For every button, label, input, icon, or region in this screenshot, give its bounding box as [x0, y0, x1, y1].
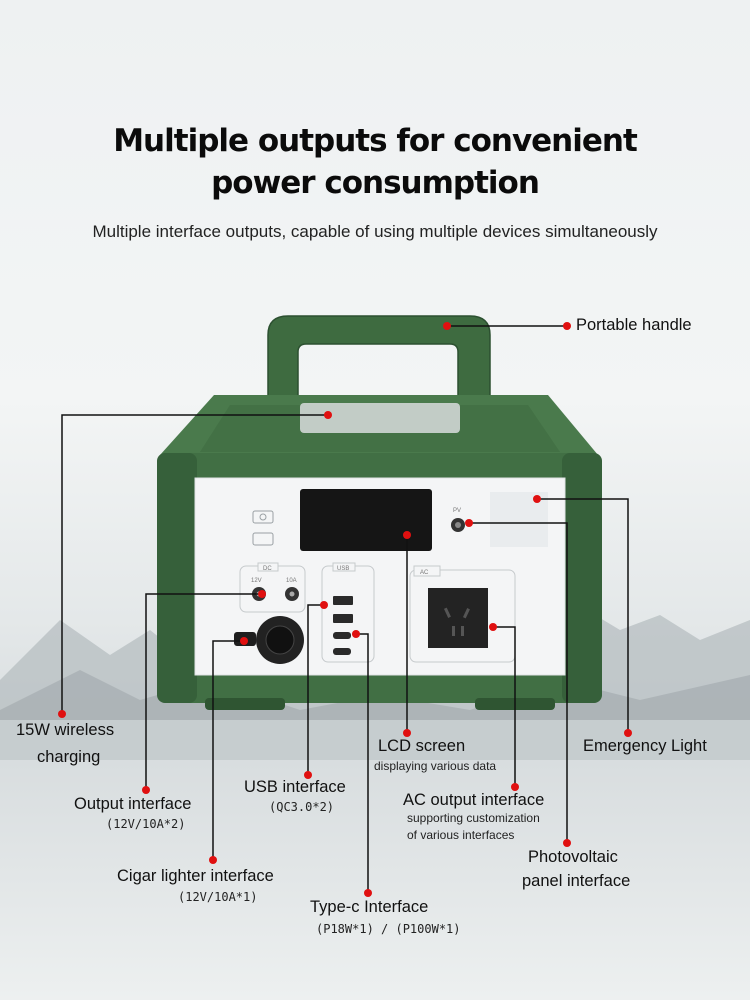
pv-label-2: panel interface: [522, 872, 631, 890]
wireless-label-1: 15W wireless: [16, 721, 115, 739]
dc-tag: DC: [263, 566, 272, 572]
handle-label: Portable handle: [576, 316, 692, 334]
ac-tag: AC: [420, 570, 429, 576]
dc-amps: 10A: [286, 578, 297, 584]
lcd-screen: [300, 489, 432, 551]
usb-label: USB interface: [244, 778, 346, 796]
lcd-note: displaying various data: [374, 759, 497, 773]
lcd-label: LCD screen: [378, 737, 466, 755]
ac-socket: [428, 588, 488, 648]
output-label: Output interface: [74, 795, 192, 813]
headline-line-1: Multiple outputs for convenient: [113, 123, 638, 159]
typec-label: Type-c Interface: [310, 898, 429, 916]
ac-note-2: of various interfaces: [407, 828, 515, 842]
typec-note: (P18W*1) / (P100W*1): [316, 922, 461, 936]
output-note: (12V/10A*2): [106, 817, 186, 831]
headline-line-2: power consumption: [211, 165, 540, 201]
usb-note: (QC3.0*2): [269, 800, 335, 814]
cigar-note: (12V/10A*1): [178, 890, 258, 904]
cigar-label: Cigar lighter interface: [117, 867, 274, 885]
ac-note-1: supporting customization: [407, 811, 540, 825]
ac-label: AC output interface: [403, 791, 545, 809]
usb-tag: USB: [337, 566, 349, 572]
pv-tag: PV: [453, 508, 461, 514]
emergency-label: Emergency Light: [583, 737, 707, 755]
pv-label-1: Photovoltaic: [528, 848, 618, 866]
wireless-label-2: charging: [37, 748, 101, 766]
dc-volts: 12V: [251, 578, 262, 584]
subtitle: Multiple interface outputs, capable of u…: [92, 222, 658, 241]
